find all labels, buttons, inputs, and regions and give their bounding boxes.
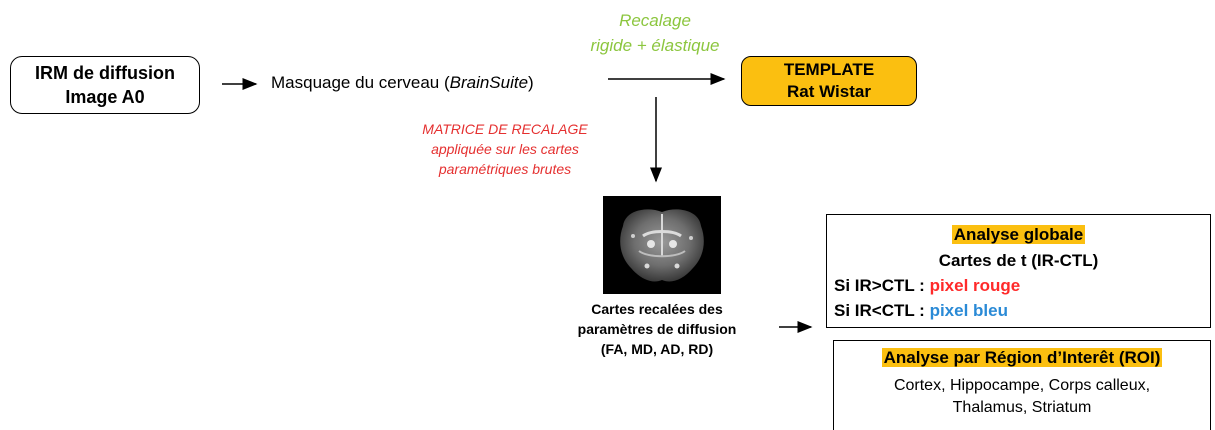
template-box: TEMPLATE Rat Wistar	[741, 56, 917, 106]
cartes-de-t-subtitle: Cartes de t (IR-CTL)	[938, 251, 1099, 270]
matrice-line1: MATRICE DE RECALAGE	[422, 121, 588, 137]
recalage-line2: rigide + élastique	[590, 36, 720, 55]
roi-line2: Thalamus, Striatum	[952, 399, 1092, 416]
irm-diffusion-box: IRM de diffusion Image A0	[10, 56, 200, 114]
brain-map-image	[603, 196, 721, 294]
rule2-label: Si IR<CTL :	[834, 301, 930, 320]
template-line1: TEMPLATE	[783, 60, 875, 79]
rule1-label: Si IR>CTL :	[834, 276, 930, 295]
recalage-label: Recalage rigide + élastique	[545, 8, 765, 58]
analyse-roi-title: Analyse par Région d’Interêt (ROI)	[881, 348, 1163, 367]
cartes-line1: Cartes recalées des	[591, 301, 723, 317]
matrice-line3: paramétriques brutes	[438, 161, 572, 177]
rule1-value: pixel rouge	[929, 276, 1021, 295]
analyse-roi-box: Analyse par Région d’Interêt (ROI) Corte…	[833, 340, 1211, 430]
roi-line1: Cortex, Hippocampe, Corps calleux,	[893, 377, 1151, 394]
cartes-line3: (FA, MD, AD, RD)	[600, 341, 714, 357]
analyse-globale-box: Analyse globale Cartes de t (IR-CTL) Si …	[826, 214, 1211, 328]
irm-line2: Image A0	[65, 87, 145, 107]
template-line2: Rat Wistar	[787, 82, 871, 101]
matrice-recalage-label: MATRICE DE RECALAGE appliquée sur les ca…	[360, 119, 650, 179]
masquage-suffix: )	[528, 73, 534, 92]
masquage-software: BrainSuite	[449, 73, 529, 92]
cartes-recalees-label: Cartes recalées des paramètres de diffus…	[537, 299, 777, 359]
rule2-value: pixel bleu	[929, 301, 1008, 320]
recalage-line1: Recalage	[619, 11, 691, 30]
roi-list: Cortex, Hippocampe, Corps calleux, Thala…	[834, 375, 1210, 419]
masquage-prefix: Masquage du cerveau (	[271, 73, 450, 92]
rule-ir-lt-ctl: Si IR<CTL : pixel bleu	[834, 300, 1008, 322]
irm-line1: IRM de diffusion	[35, 63, 175, 83]
matrice-line2: appliquée sur les cartes	[431, 141, 579, 157]
masquage-label: Masquage du cerveau (BrainSuite)	[271, 73, 534, 93]
cartes-line2: paramètres de diffusion	[577, 321, 737, 337]
rule-ir-gt-ctl: Si IR>CTL : pixel rouge	[834, 275, 1020, 297]
analyse-globale-title: Analyse globale	[951, 225, 1086, 244]
